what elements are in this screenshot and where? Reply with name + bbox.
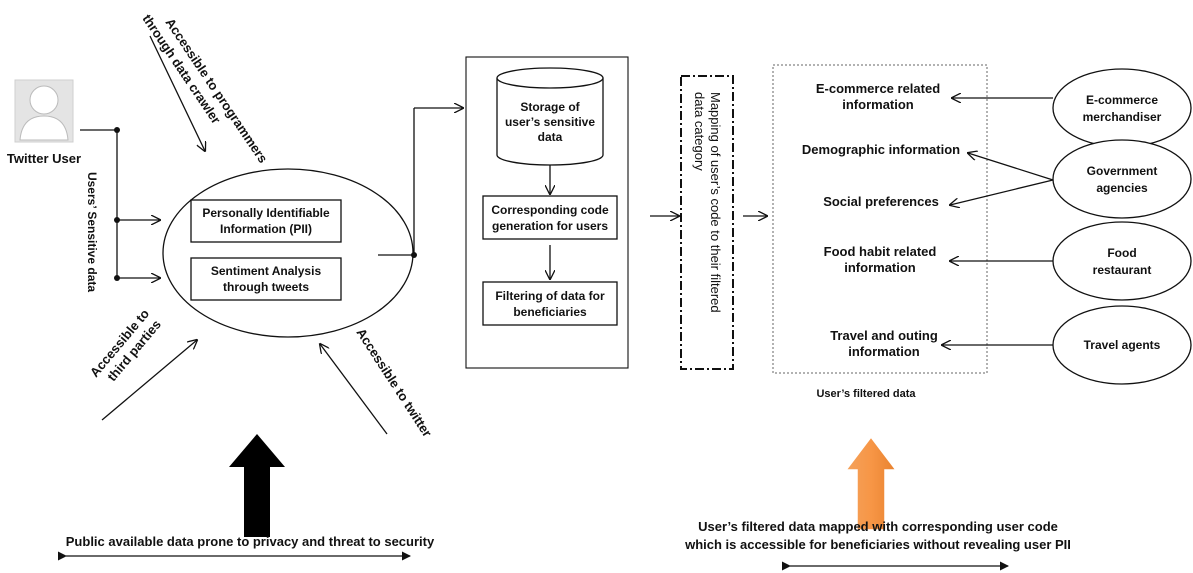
code-gen-line1: Corresponding code [491, 203, 609, 217]
beneficiary-government-line2: agencies [1096, 181, 1148, 195]
public-data-oval [162, 168, 414, 338]
oval-to-process-connector [378, 108, 463, 256]
mapping-line2: data category [692, 92, 707, 171]
programmers-arrow [149, 35, 205, 151]
filtered-data-box [772, 64, 988, 374]
filtered-item-food-line1: Food habit related [824, 244, 937, 259]
filtered-item-travel-line2: information [848, 344, 920, 359]
junction-dot [411, 252, 417, 258]
programmers-label-group: Accessible to programmers through data c… [139, 12, 271, 166]
right-bottom-caption-line2: which is accessible for beneficiaries wi… [684, 537, 1071, 552]
code-gen-box [482, 195, 618, 240]
twitter-access-arrow [320, 344, 388, 435]
sentiment-line1: Sentiment Analysis [211, 264, 322, 278]
beneficiary-ecommerce-line2: merchandiser [1083, 110, 1162, 124]
pii-line1: Personally Identifiable [202, 206, 330, 220]
filtering-line2: beneficiaries [513, 305, 587, 319]
orange-up-arrow-icon [844, 435, 898, 531]
storage-database-icon [496, 67, 604, 166]
pii-line2: Information (PII) [220, 222, 312, 236]
storage-line1: Storage of [520, 100, 580, 114]
pii-box [190, 199, 342, 243]
left-bottom-caption: Public available data prone to privacy a… [66, 534, 435, 549]
programmers-label-line1: Accessible to programmers [163, 15, 271, 165]
sensitive-data-label: Users’ Sensitive data [85, 172, 99, 292]
user-connectors [80, 129, 160, 278]
storage-line2: user’s sensitive [505, 115, 595, 129]
sentiment-box [190, 257, 342, 301]
third-parties-arrow [101, 340, 197, 421]
mapping-label-group: Mapping of user’s code to their filtered… [692, 92, 723, 313]
beneficiary-government-oval [1052, 139, 1192, 219]
twitter-user-avatar-icon [14, 79, 74, 143]
beneficiary-food-line2: restaurant [1093, 263, 1152, 277]
right-bottom-caption-line1: User’s filtered data mapped with corresp… [698, 519, 1058, 534]
code-gen-line2: generation for users [492, 219, 608, 233]
twitter-user-label: Twitter User [7, 151, 81, 166]
beneficiary-ecommerce-oval [1052, 68, 1192, 148]
storage-line3: data [538, 130, 563, 144]
beneficiary-ecommerce-line1: E-commerce [1086, 93, 1158, 107]
beneficiary-arrows [942, 98, 1054, 345]
filtered-item-demographic: Demographic information [802, 142, 960, 157]
beneficiary-travel-label: Travel agents [1084, 338, 1161, 352]
beneficiary-food-line1: Food [1107, 246, 1136, 260]
filtered-data-caption: User’s filtered data [816, 388, 916, 400]
junction-dot [114, 275, 120, 281]
junction-dot [114, 217, 120, 223]
black-up-arrow-icon [229, 434, 285, 537]
filtered-item-travel-line1: Travel and outing [830, 328, 938, 343]
filtered-item-ecommerce-line1: E-commerce related [816, 81, 940, 96]
mapping-box [680, 75, 734, 370]
filtered-item-social: Social preferences [823, 194, 939, 209]
filtering-box [482, 281, 618, 326]
mapping-line1: Mapping of user’s code to their filtered [708, 92, 723, 313]
filtered-item-food-line2: information [844, 260, 916, 275]
filtering-line1: Filtering of data for [495, 289, 605, 303]
junction-dot [114, 127, 120, 133]
beneficiary-food-oval [1052, 221, 1192, 301]
sentiment-line2: through tweets [223, 280, 309, 294]
twitter-access-label: Accessible to twitter [353, 325, 434, 439]
filtered-item-ecommerce-line2: information [842, 97, 914, 112]
beneficiary-government-line1: Government [1087, 164, 1158, 178]
